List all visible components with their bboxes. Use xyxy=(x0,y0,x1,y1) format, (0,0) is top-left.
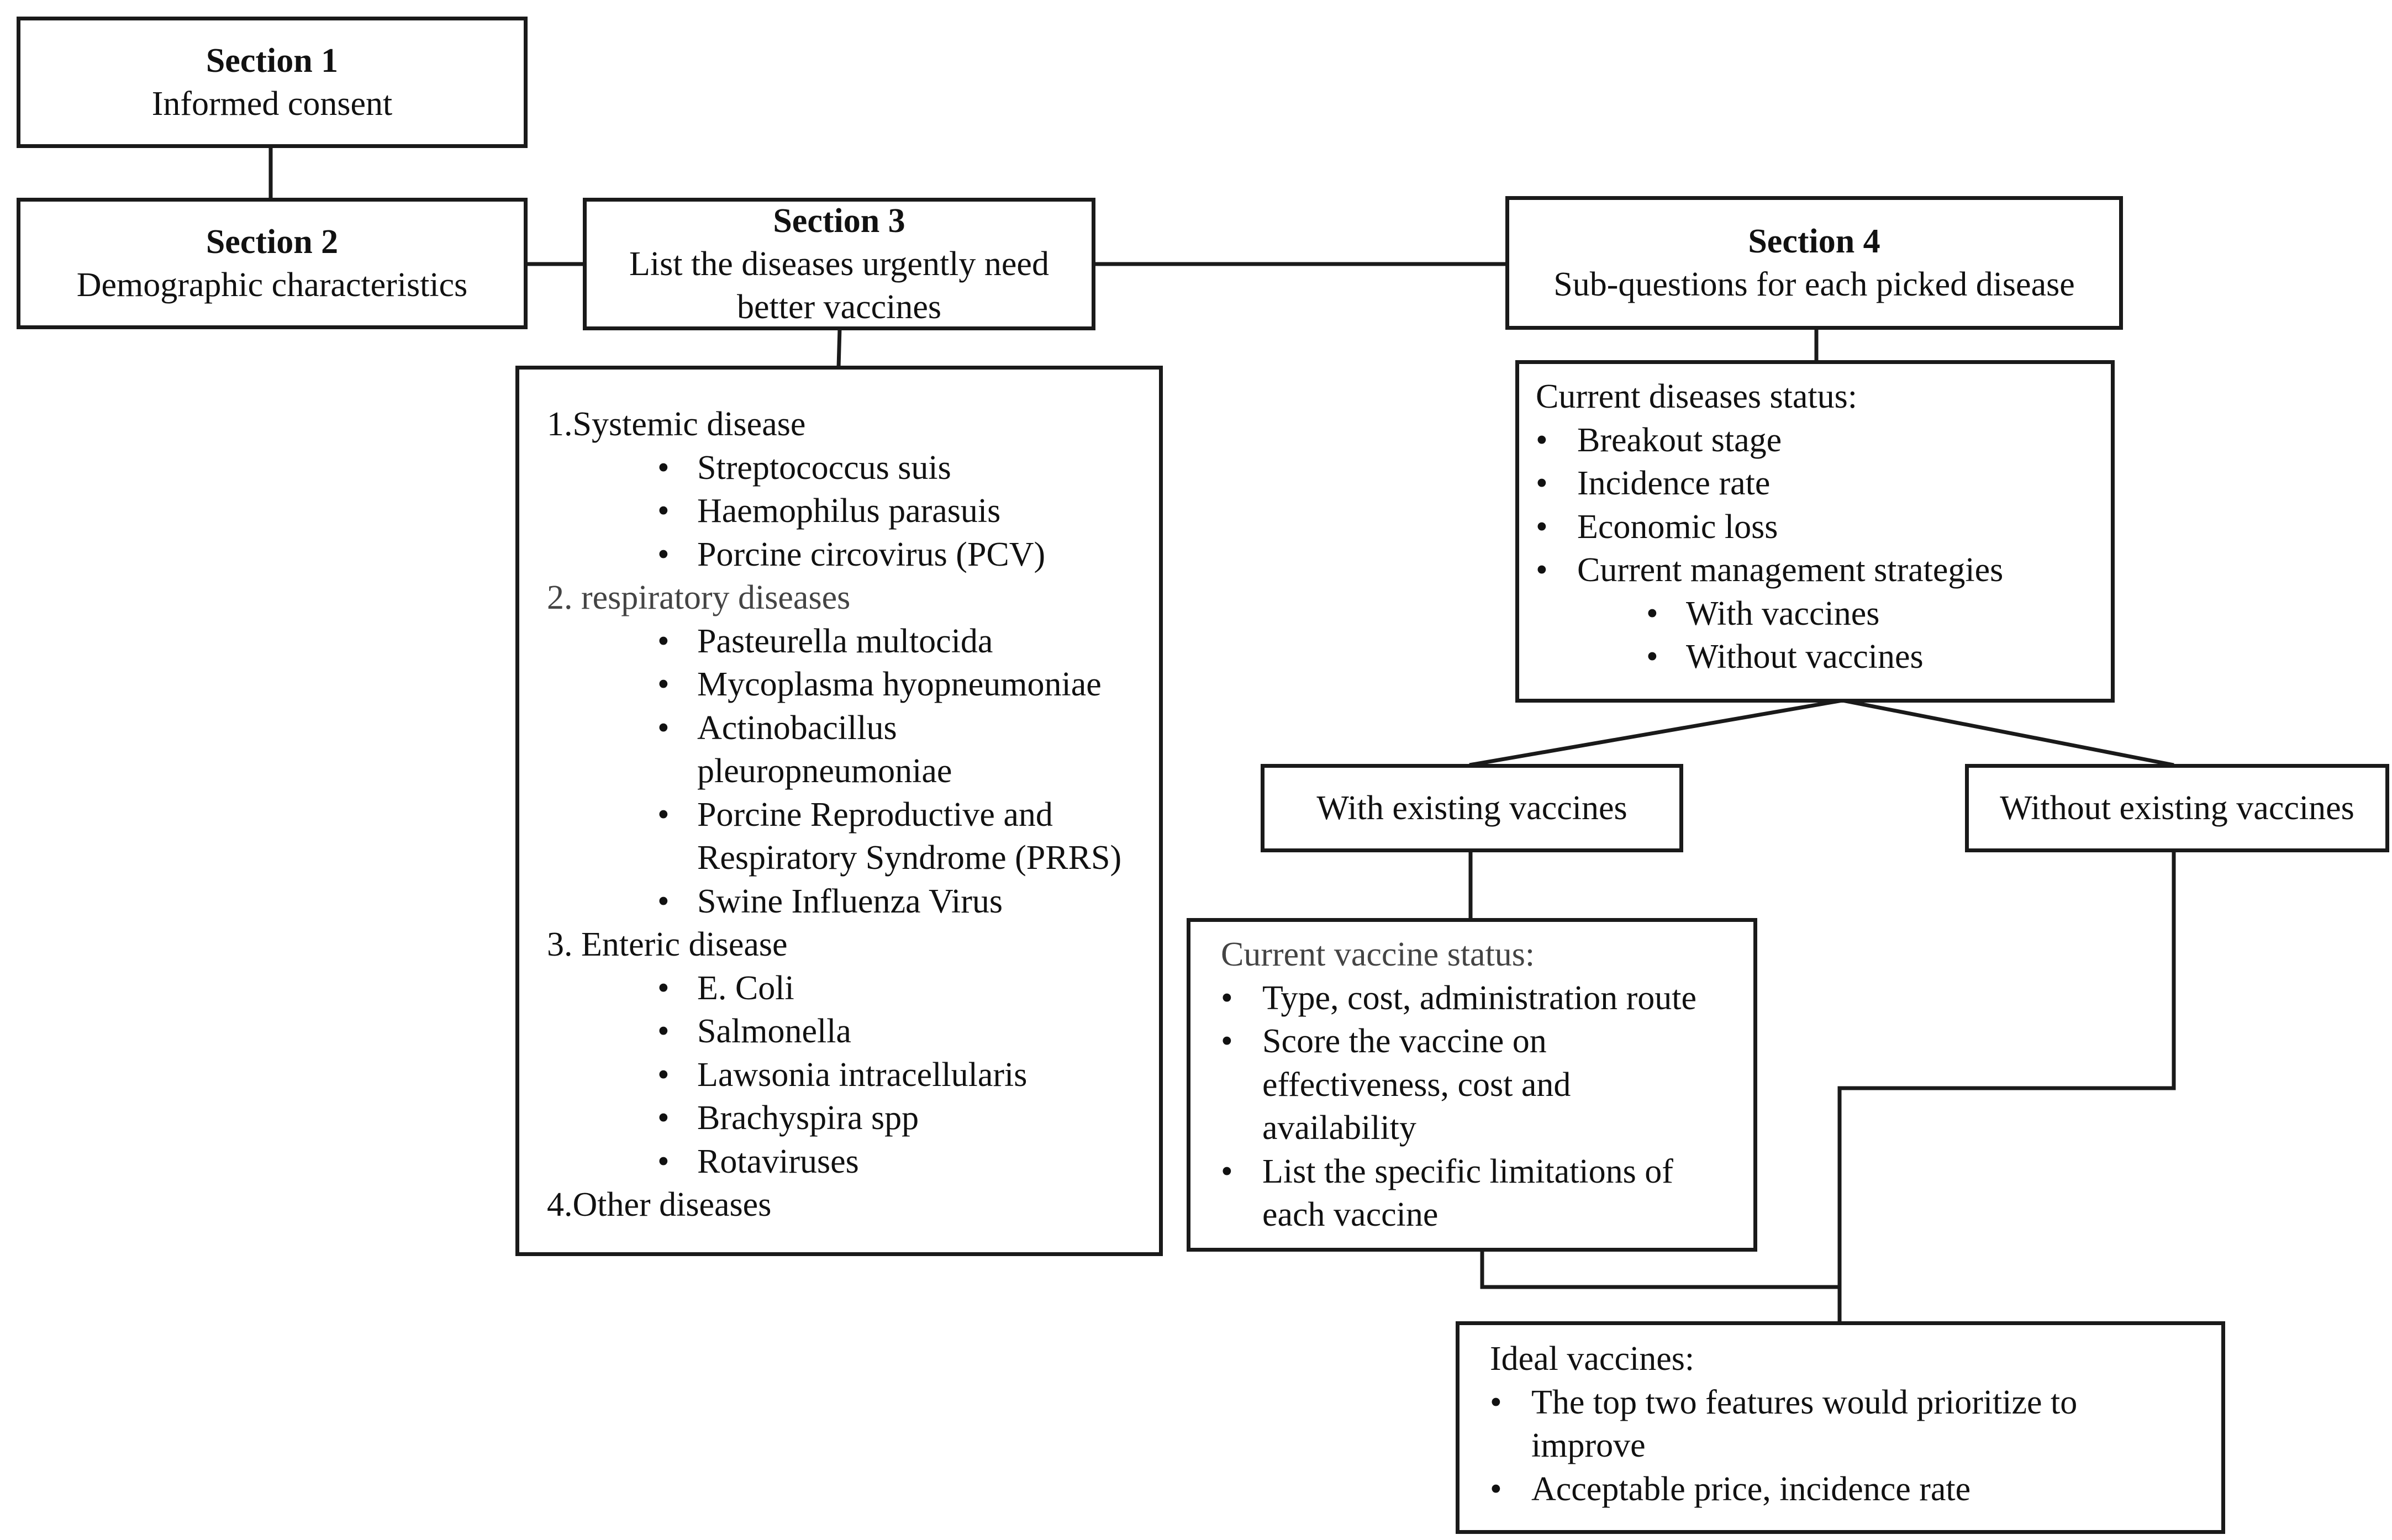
list-item: •Streptococcus suis xyxy=(657,449,951,487)
connector-vstatus-ideal xyxy=(1480,1249,1840,1289)
status-heading: Current diseases status: xyxy=(1536,378,1858,415)
section4-subtitle: Sub-questions for each picked disease xyxy=(1553,266,2075,303)
category-respiratory: 2. respiratory diseases xyxy=(547,579,851,616)
list-item: •Salmonella xyxy=(657,1012,851,1050)
list-item: •Mycoplasma hyopneumoniae xyxy=(657,666,1102,703)
list-item-continuation: Respiratory Syndrome (PRRS) xyxy=(697,839,1122,877)
section4-box: Section 4 Sub-questions for each picked … xyxy=(1505,196,2123,330)
vaccine-status-heading: Current vaccine status: xyxy=(1221,936,1535,973)
list-item: •Rotaviruses xyxy=(657,1142,859,1180)
section1-box: Section 1 Informed consent xyxy=(17,17,528,148)
ideal-vaccines-box: Ideal vaccines: •The top two features wo… xyxy=(1456,1321,2225,1534)
connector-status-with xyxy=(1469,698,1843,767)
disease-status-box: Current diseases status: •Breakout stage… xyxy=(1515,360,2115,703)
list-sub-item: •Without vaccines xyxy=(1646,638,1924,676)
section2-box: Section 2 Demographic characteristics xyxy=(17,198,528,329)
section3-title: Section 3 xyxy=(773,202,905,240)
list-sub-item: •With vaccines xyxy=(1646,594,1880,632)
list-item-continuation: each vaccine xyxy=(1262,1196,1439,1233)
connector-s3-list xyxy=(836,328,842,368)
section1-title: Section 1 xyxy=(206,42,339,80)
list-item: •Incidence rate xyxy=(1536,465,1771,502)
list-item-continuation: pleuropneumoniae xyxy=(697,752,952,790)
without-existing-box: Without existing vaccines xyxy=(1965,764,2389,852)
section2-title: Section 2 xyxy=(206,223,339,261)
list-item: •Acceptable price, incidence rate xyxy=(1490,1470,1971,1508)
with-existing-box: With existing vaccines xyxy=(1261,764,1683,852)
list-item: •Economic loss xyxy=(1536,508,1778,546)
list-item-continuation: availability xyxy=(1262,1109,1416,1147)
list-item: •Lawsonia intracellularis xyxy=(657,1056,1028,1094)
list-item: •Porcine circovirus (PCV) xyxy=(657,535,1046,573)
category-systemic: 1.Systemic disease xyxy=(547,405,806,443)
ideal-heading: Ideal vaccines: xyxy=(1490,1340,1695,1378)
section3-subtitle-line1: List the diseases urgently need xyxy=(629,245,1049,283)
list-item-continuation: improve xyxy=(1531,1427,1646,1464)
section2-subtitle: Demographic characteristics xyxy=(76,266,468,304)
list-item: •Swine Influenza Virus xyxy=(657,882,1003,920)
list-item: •List the specific limitations of xyxy=(1221,1152,1673,1190)
category-enteric: 3. Enteric disease xyxy=(547,926,788,963)
list-item: •Score the vaccine on xyxy=(1221,1022,1547,1060)
list-item: •Pasteurella multocida xyxy=(657,622,993,660)
disease-list-box: 1.Systemic disease •Streptococcus suis •… xyxy=(515,366,1163,1256)
list-item: •E. Coli xyxy=(657,969,794,1007)
list-item: •Breakout stage xyxy=(1536,421,1782,459)
without-existing-label: Without existing vaccines xyxy=(2000,789,2354,827)
list-item-continuation: effectiveness, cost and xyxy=(1262,1066,1571,1104)
section1-subtitle: Informed consent xyxy=(151,85,393,123)
list-item: •Haemophilus parasuis xyxy=(657,492,1001,530)
section3-box: Section 3 List the diseases urgently nee… xyxy=(583,198,1095,330)
connector-without-ideal xyxy=(1837,851,2176,1323)
section3-subtitle-line2: better vaccines xyxy=(736,288,942,326)
list-item: •Current management strategies xyxy=(1536,551,2004,589)
connector-status-without xyxy=(1842,698,2174,767)
list-item: •Type, cost, administration route xyxy=(1221,979,1696,1017)
list-item: •The top two features would prioritize t… xyxy=(1490,1383,2078,1421)
list-item: •Porcine Reproductive and xyxy=(657,795,1053,834)
category-other: 4.Other diseases xyxy=(547,1186,772,1223)
list-item: •Actinobacillus xyxy=(657,709,897,747)
with-existing-label: With existing vaccines xyxy=(1316,789,1627,827)
list-item: •Brachyspira spp xyxy=(657,1099,919,1137)
vaccine-status-box: Current vaccine status: •Type, cost, adm… xyxy=(1187,918,1757,1252)
section4-title: Section 4 xyxy=(1748,223,1880,260)
